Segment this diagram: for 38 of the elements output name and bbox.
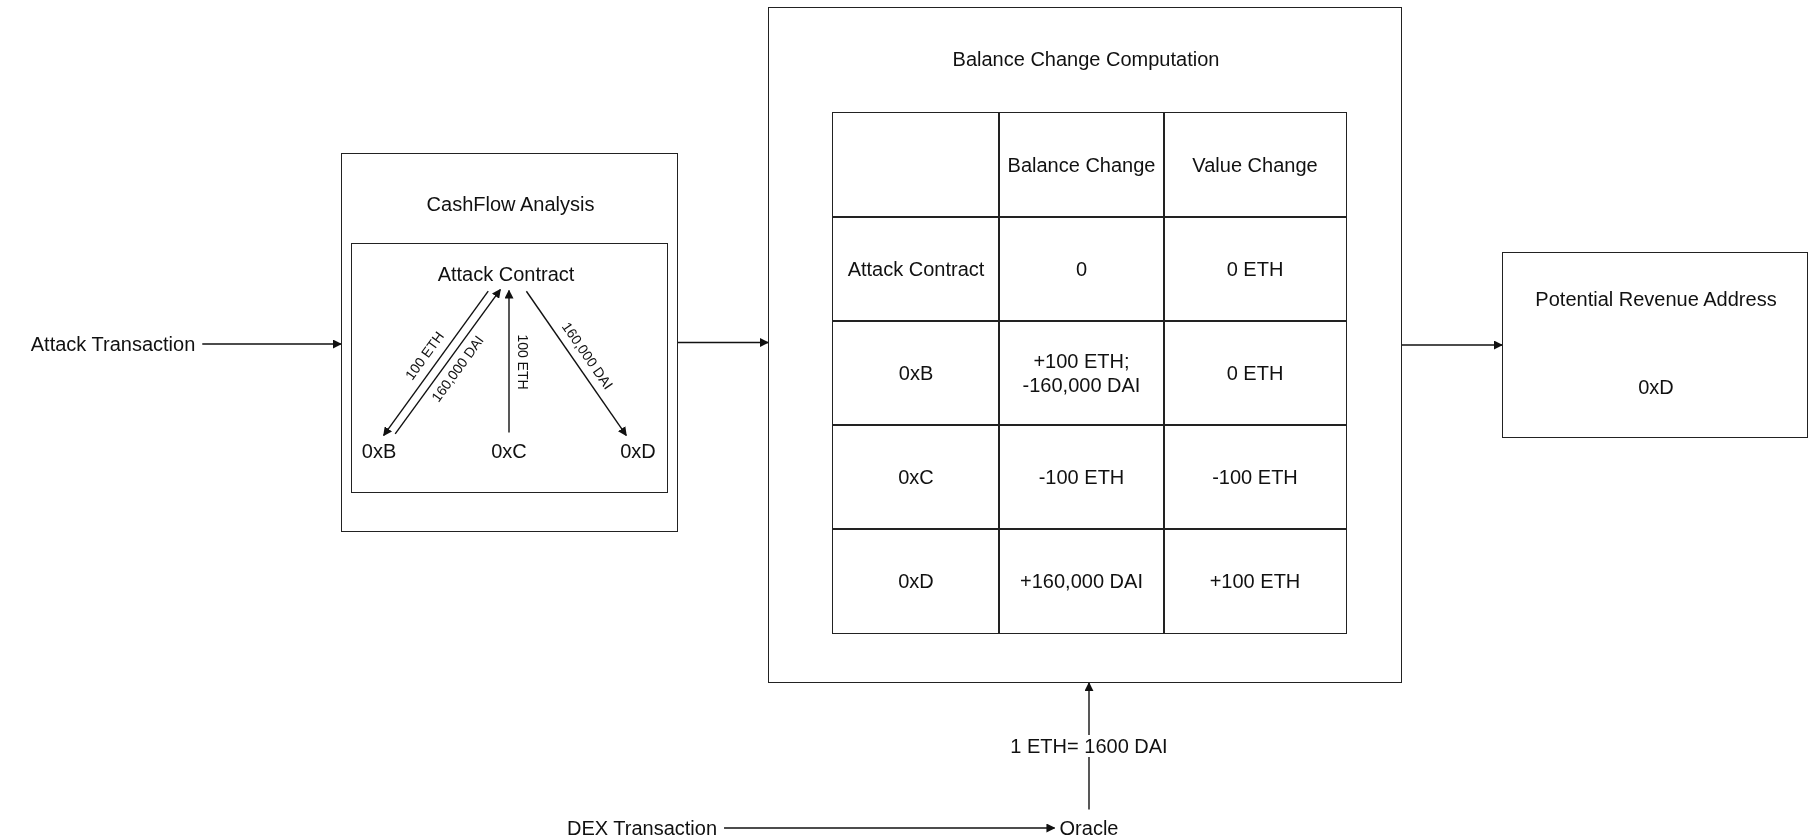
- process-box: [768, 7, 1402, 683]
- arrow: [504, 289, 514, 434]
- text-label: DEX Transaction: [566, 816, 718, 839]
- box-title: CashFlow Analysis: [426, 192, 595, 216]
- process-box: [341, 153, 678, 532]
- container-box: [350, 242, 668, 493]
- arrow: [1401, 340, 1503, 350]
- table-header-cell: Value Change: [1163, 112, 1347, 218]
- text-label: 0xD: [620, 439, 656, 463]
- table-cell: 0 ETH: [1163, 216, 1347, 322]
- box-title: Balance Change Computation: [952, 47, 1220, 71]
- table-cell: +100 ETH; -160,000 DAI: [998, 320, 1165, 426]
- arrow: [723, 823, 1056, 833]
- text-label: Oracle: [1059, 816, 1119, 839]
- table-header-cell: Balance Change: [998, 112, 1165, 218]
- arrow: [394, 288, 501, 435]
- arrow: [382, 290, 489, 437]
- text-label: Attack Transaction: [30, 332, 196, 356]
- text-label: 0xB: [361, 439, 397, 463]
- table-cell: -100 ETH: [1163, 424, 1347, 530]
- box-text: 0xD: [1638, 375, 1674, 399]
- table-cell: +100 ETH: [1163, 528, 1347, 634]
- edge-label: 100 ETH: [514, 332, 530, 392]
- arrow: [525, 290, 627, 437]
- table-cell: Attack Contract: [832, 216, 1000, 322]
- table-cell: 0 ETH: [1163, 320, 1347, 426]
- table-cell: 0xB: [832, 320, 1000, 426]
- text-label: 0xC: [491, 439, 527, 463]
- process-box: [1502, 252, 1808, 438]
- box-title: Potential Revenue Address: [1535, 287, 1777, 311]
- text-label: Attack Contract: [437, 262, 575, 286]
- table-cell: -100 ETH: [998, 424, 1165, 530]
- table-cell: 0: [998, 216, 1165, 322]
- arrow: [201, 339, 342, 349]
- table-cell: 0xD: [832, 528, 1000, 634]
- table-cell: 0xC: [832, 424, 1000, 530]
- arrow: [677, 338, 769, 347]
- table-cell: +160,000 DAI: [998, 528, 1165, 634]
